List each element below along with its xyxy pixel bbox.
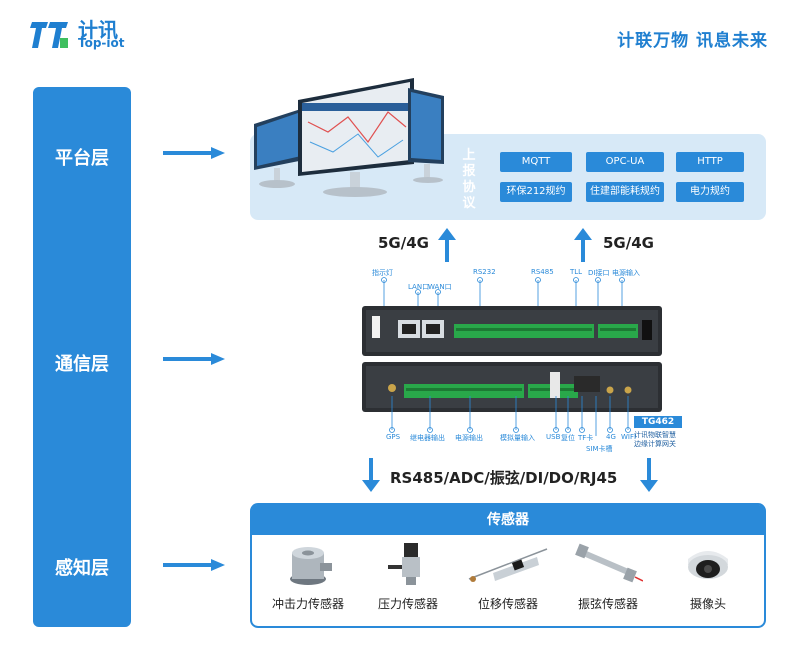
displacement-sensor-icon xyxy=(468,548,548,582)
sensor-name: 冲击力传感器 xyxy=(271,597,344,611)
gateway-device xyxy=(362,306,662,412)
protocol-power: 电力规约 xyxy=(676,182,744,202)
sensor-panel-title: 传感器 xyxy=(252,505,764,535)
callout-sim: SIM卡槽 xyxy=(586,445,613,453)
callout-4g: 4G xyxy=(606,433,616,441)
layer-platform-label: 平台层 xyxy=(55,148,109,169)
camera-icon xyxy=(688,551,728,579)
callout-power-in: 电源输入 xyxy=(612,269,640,277)
sensor-name: 位移传感器 xyxy=(477,597,538,611)
callout-rs485: RS485 xyxy=(531,268,554,276)
callout-indicator: 指示灯 xyxy=(372,269,393,277)
device-subtitle-2: 边缘计算网关 xyxy=(634,440,676,448)
protocol-hj212: 环保212规约 xyxy=(500,182,572,202)
sensor-panel: 传感器 冲击力传感器 压力传感器 位移传感器 xyxy=(250,503,766,628)
callout-rs232: RS232 xyxy=(473,268,496,276)
callout-usb: USB xyxy=(546,433,561,441)
callout-reset: 复位 xyxy=(561,434,575,442)
arrow-down-icon xyxy=(640,458,658,492)
protocol-title: 上报协议 xyxy=(462,148,476,211)
sensor-item-pressure: 压力传感器 xyxy=(358,539,458,612)
callout-wan: WAN口 xyxy=(428,283,452,291)
bus-label: RS485/ADC/振弦/DI/DO/RJ45 xyxy=(390,469,618,487)
device-model: TG462 xyxy=(634,416,682,428)
sensor-item-vibrating-wire: 振弦传感器 xyxy=(558,539,658,612)
protocol-http: HTTP xyxy=(676,152,744,172)
protocol-mqtt: MQTT xyxy=(500,152,572,172)
arrow-down-icon xyxy=(362,458,380,492)
uplink-label-right: 5G/4G xyxy=(603,234,654,252)
vibrating-wire-sensor-icon xyxy=(575,543,643,583)
impact-sensor-icon xyxy=(290,547,332,585)
sensor-name: 振弦传感器 xyxy=(577,597,638,611)
logo-text: 计讯 xyxy=(78,18,118,42)
sensor-item-displacement: 位移传感器 xyxy=(458,539,558,612)
sensor-item-impact: 冲击力传感器 xyxy=(258,539,358,612)
sensor-name: 摄像头 xyxy=(689,597,726,611)
monitors-illustration xyxy=(254,78,444,197)
arrow-up-icon xyxy=(574,228,592,262)
logo-subtext: Top-iot xyxy=(78,36,125,50)
arrow-up-icon xyxy=(438,228,456,262)
callout-wifi: WIFI xyxy=(621,433,637,441)
callout-power-out: 电源输出 xyxy=(455,434,483,442)
pressure-sensor-icon xyxy=(388,543,420,585)
arrow-right-icon xyxy=(163,147,225,159)
callout-tf-card: TF卡 xyxy=(578,434,594,442)
arrow-right-icon xyxy=(163,353,225,365)
callout-lines xyxy=(389,396,631,436)
protocol-opc-ua: OPC-UA xyxy=(586,152,664,172)
layer-column: 平台层 通信层 感知层 xyxy=(33,87,131,627)
sensor-item-camera: 摄像头 xyxy=(658,539,758,612)
callout-ttl: TLL xyxy=(570,268,583,276)
callout-lan: LAN口 xyxy=(408,283,430,291)
logo-icon xyxy=(30,22,68,48)
arrow-right-icon xyxy=(163,559,225,571)
layer-communication-label: 通信层 xyxy=(55,354,109,375)
callout-gps: GPS xyxy=(386,433,401,441)
callout-analog-in: 模拟量输入 xyxy=(500,434,535,442)
sensor-name: 压力传感器 xyxy=(377,597,438,611)
callout-relay-out: 继电器输出 xyxy=(410,434,445,442)
slogan: 计联万物 讯息未来 xyxy=(617,31,768,51)
callout-di: DI接口 xyxy=(588,269,610,277)
uplink-label-left: 5G/4G xyxy=(378,234,429,252)
layer-perception-label: 感知层 xyxy=(55,558,109,579)
device-subtitle-1: 计讯物联智慧 xyxy=(634,431,676,439)
protocol-energy: 住建部能耗规约 xyxy=(586,182,664,202)
